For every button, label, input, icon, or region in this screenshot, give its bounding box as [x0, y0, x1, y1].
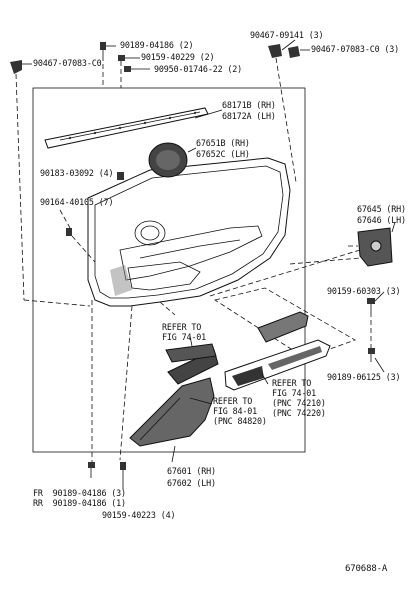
lower-door-panel [129, 377, 215, 447]
screw-icon [88, 462, 95, 478]
clip-icon [288, 46, 300, 58]
label-67652c: 67652C (LH) [196, 149, 250, 159]
weatherstrip [44, 107, 209, 149]
refer-to-fig-74-01-lower-line4: (PNC 74220) [272, 408, 326, 418]
clip-icon [10, 60, 22, 74]
frame-box [32, 87, 306, 453]
refer-to-fig-74-01-lower-line2: FIG 74-01 [272, 388, 317, 398]
speaker-grille-icon [134, 220, 166, 246]
bolt-icon [368, 348, 375, 362]
screw-icon [120, 462, 126, 490]
label-67651b: 67651B (RH) [196, 138, 250, 148]
refer-to-fig-84-01-line3: (PNC 84820) [213, 416, 267, 426]
screw-icon [367, 298, 375, 312]
label-67602: 67602 (LH) [167, 478, 216, 488]
label-90159-60303: 90159-60303 (3) [327, 286, 401, 296]
label-90159-40223: 90159-40223 (4) [102, 510, 176, 520]
bracket-icon [357, 227, 393, 267]
clip-icon [117, 172, 124, 180]
label-90183-03092: 90183-03092 (4) [40, 168, 114, 178]
refer-to-fig-74-01-upper-line2: FIG 74-01 [162, 332, 207, 342]
screw-icon [118, 55, 125, 61]
figure-code: 670688-A [345, 564, 388, 574]
label-68171b: 68171B (RH) [222, 100, 276, 110]
refer-to-fig-84-01-line1: REFER TO [213, 396, 253, 406]
clip-icon [66, 228, 72, 236]
label-fr-90189-04186: FR 90189-04186 (3) [33, 488, 126, 498]
clip-icon [268, 44, 282, 58]
label-90164-40105: 90164-40105 (7) [40, 197, 114, 207]
label-90189-04186: 90189-04186 (2) [120, 40, 194, 50]
refer-to-fig-74-01-upper-line1: REFER TO [162, 322, 202, 332]
refer-to-fig-74-01-lower-line1: REFER TO [272, 378, 312, 388]
label-90467-07083-right: 90467-07083-C0 (3) [311, 44, 400, 54]
label-90467-09141: 90467-09141 (3) [250, 30, 324, 40]
label-67646: 67646 (LH) [357, 215, 406, 225]
label-68172a: 68172A (LH) [222, 111, 276, 121]
label-90950-01746: 90950-01746-22 (2) [154, 64, 243, 74]
label-90467-07083-left: 90467-07083-C0 [33, 58, 102, 68]
label-90189-06125: 90189-06125 (3) [327, 372, 401, 382]
screw-icon [100, 42, 106, 56]
refer-to-fig-84-01-line2: FIG 84-01 [213, 406, 258, 416]
label-67645: 67645 (RH) [357, 204, 406, 214]
label-90159-40229: 90159-40229 (2) [141, 52, 215, 62]
switch-base [257, 311, 309, 343]
screw-icon [124, 66, 131, 72]
label-rr-90189-04186: RR 90189-04186 (1) [33, 498, 126, 508]
label-67601: 67601 (RH) [167, 466, 216, 476]
refer-to-fig-74-01-lower-line3: (PNC 74210) [272, 398, 326, 408]
